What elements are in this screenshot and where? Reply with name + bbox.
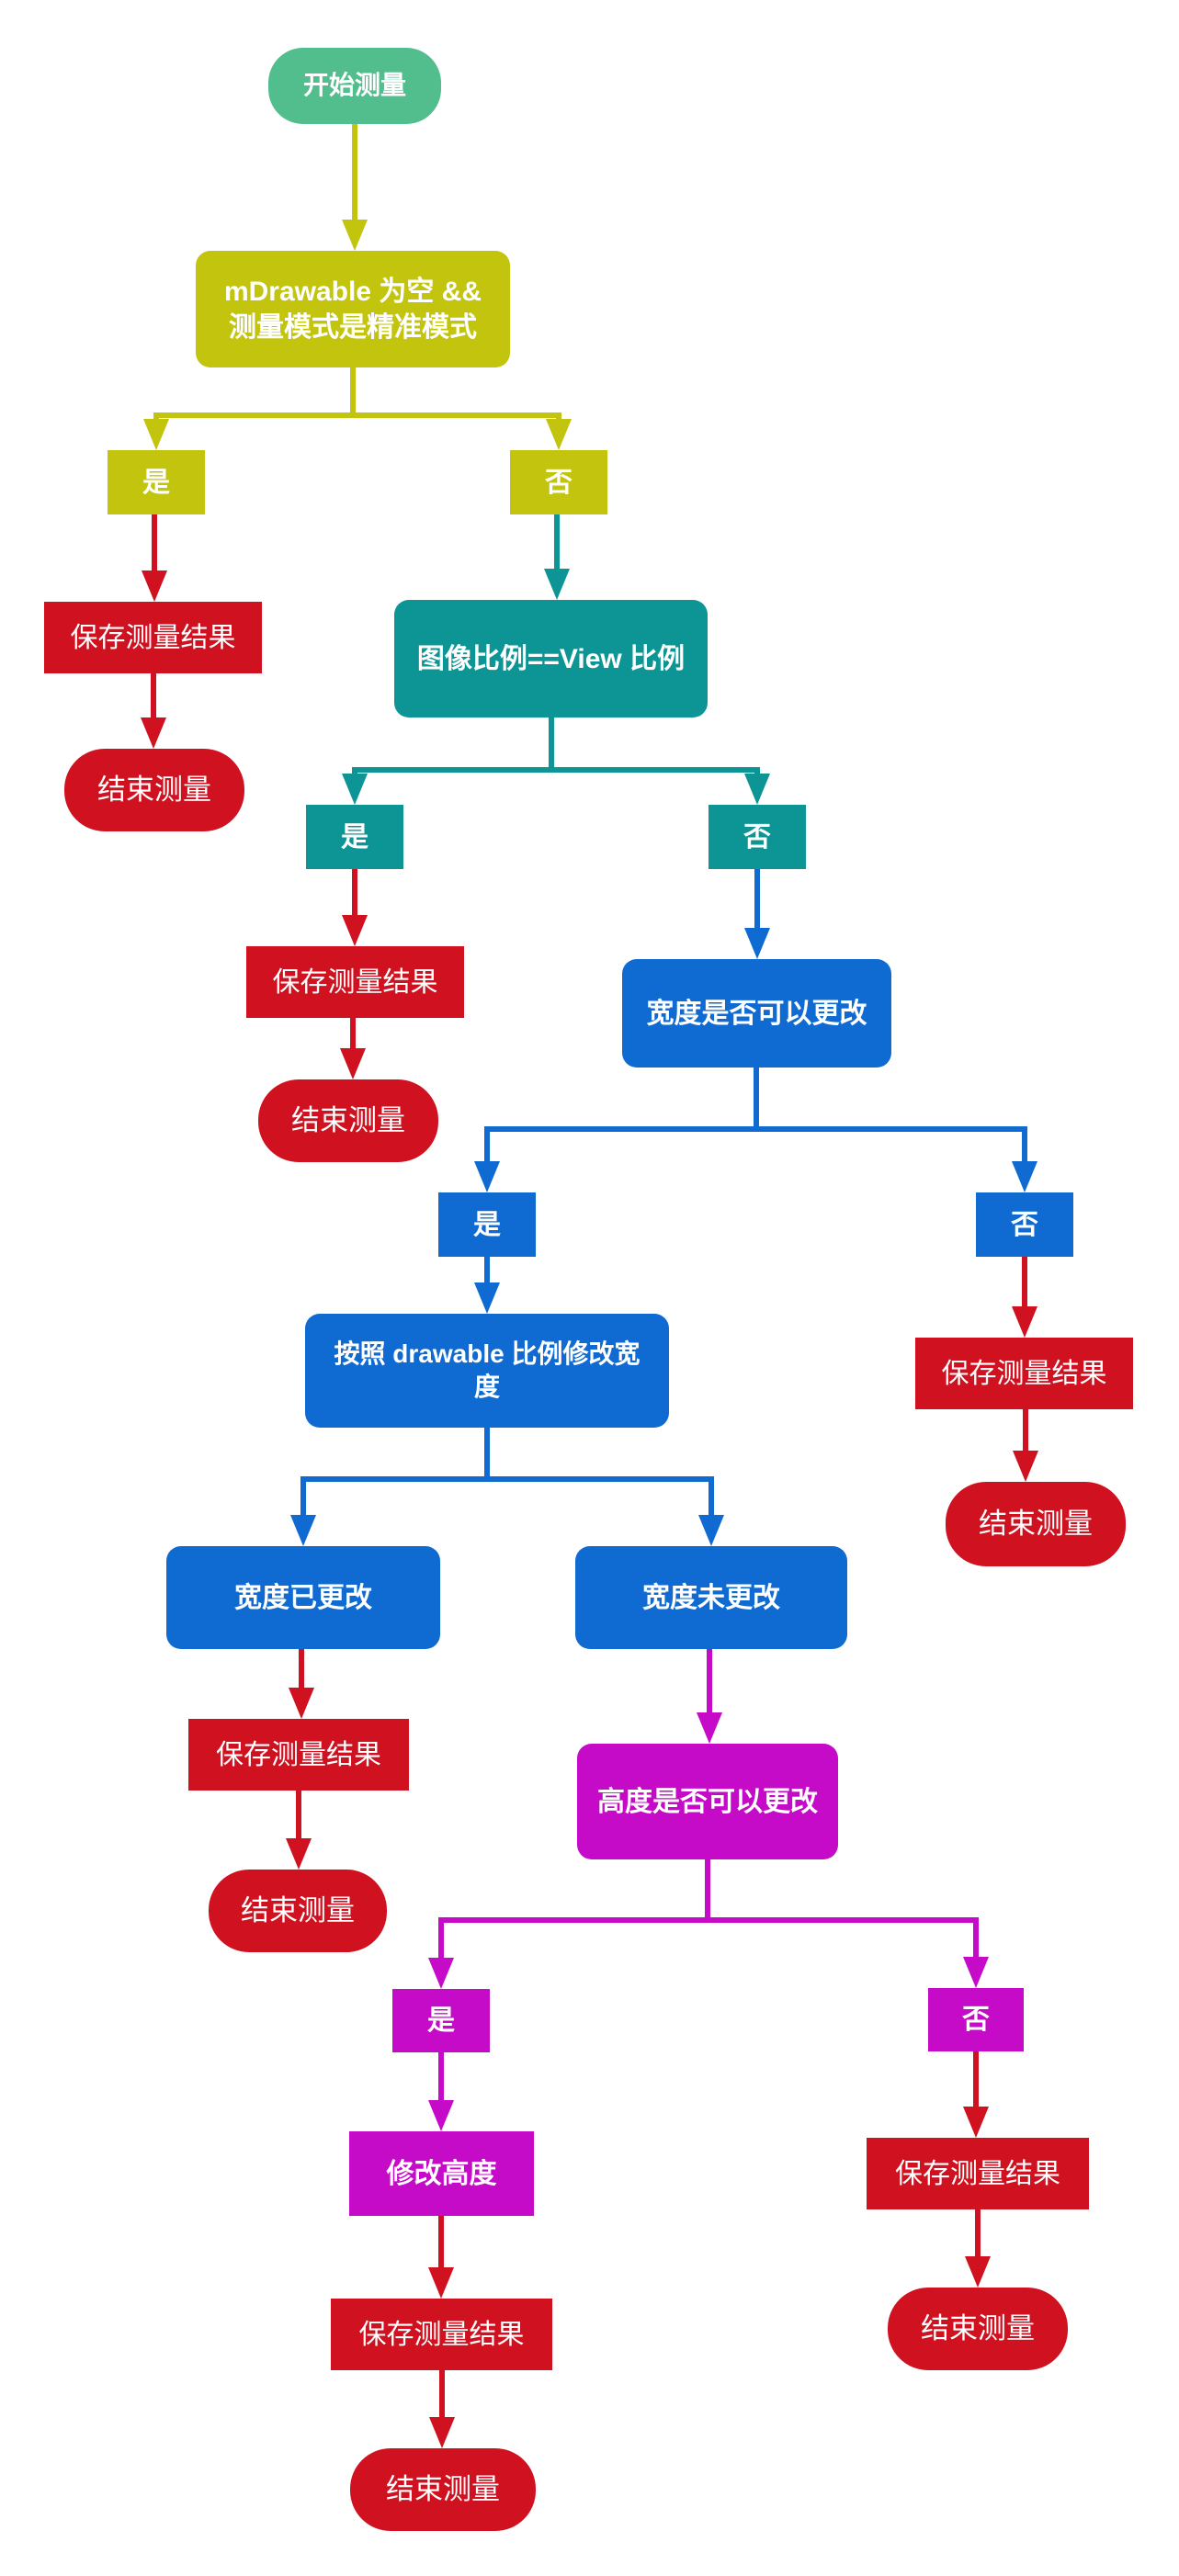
node-yes-1: 是 (108, 450, 205, 514)
node-end-4: 结束测量 (209, 1870, 387, 1952)
node-process-modify-height: 修改高度 (349, 2131, 534, 2216)
node-no-4: 否 (928, 1988, 1024, 2051)
node-save-result-5: 保存测量结果 (867, 2138, 1089, 2209)
node-decision-height-changeable: 高度是否可以更改 (577, 1744, 838, 1859)
node-width-unchanged: 宽度未更改 (575, 1546, 847, 1649)
node-end-3: 结束测量 (946, 1482, 1126, 1566)
node-decision-width-changeable: 宽度是否可以更改 (622, 959, 891, 1068)
node-save-result-2: 保存测量结果 (246, 946, 464, 1018)
node-no-3: 否 (976, 1192, 1073, 1257)
node-save-result-3: 保存测量结果 (915, 1338, 1133, 1409)
node-save-result-1: 保存测量结果 (44, 602, 262, 673)
node-end-5: 结束测量 (888, 2288, 1068, 2370)
node-decision-image-ratio: 图像比例==View 比例 (394, 600, 708, 717)
node-yes-4: 是 (392, 1989, 490, 2052)
node-yes-3: 是 (438, 1192, 536, 1257)
node-end-2: 结束测量 (258, 1079, 438, 1162)
node-decision-mdrawable-empty: mDrawable 为空 && 测量模式是精准模式 (196, 251, 510, 367)
node-width-changed: 宽度已更改 (166, 1546, 440, 1649)
node-no-2: 否 (709, 805, 806, 869)
node-save-result-4: 保存测量结果 (188, 1719, 409, 1791)
node-yes-2: 是 (306, 805, 403, 869)
node-save-result-6: 保存测量结果 (331, 2299, 552, 2370)
node-no-1: 否 (510, 450, 607, 514)
node-start: 开始测量 (268, 48, 441, 124)
node-process-modify-width: 按照 drawable 比例修改宽度 (305, 1314, 669, 1428)
node-end-1: 结束测量 (64, 749, 244, 831)
node-end-6: 结束测量 (350, 2448, 536, 2531)
